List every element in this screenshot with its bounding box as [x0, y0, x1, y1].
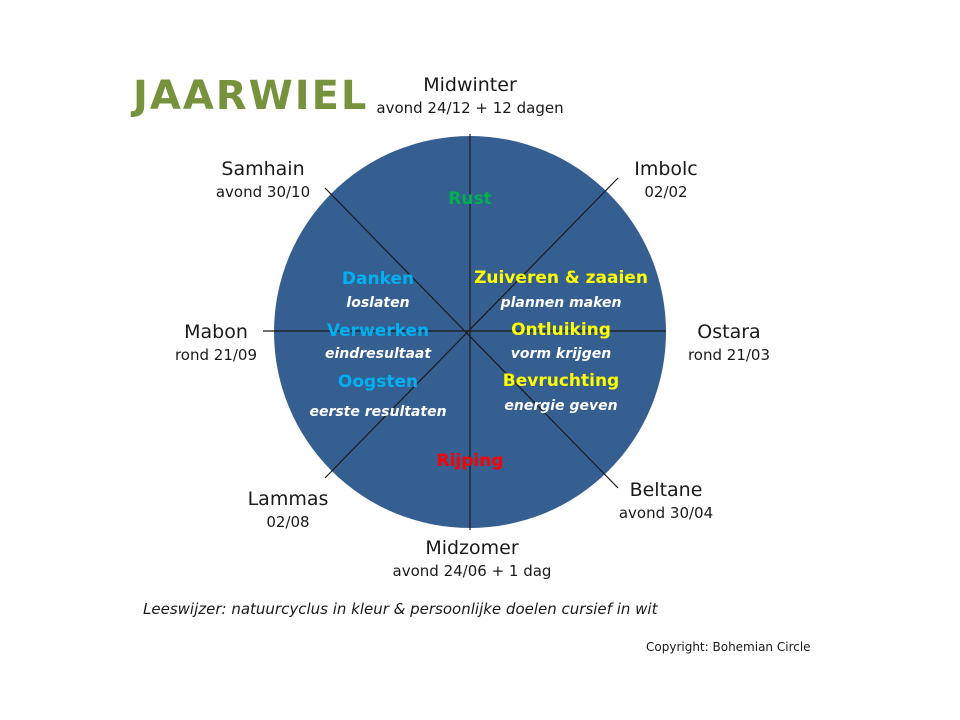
- phase-bevruchting: Bevruchting: [502, 371, 620, 391]
- phase-rust: Rust: [448, 189, 492, 209]
- festival-lammas: Lammas 02/08: [233, 487, 343, 533]
- festival-name: Imbolc: [634, 158, 698, 180]
- festival-date: rond 21/03: [687, 346, 771, 364]
- phase-zuiveren-zaaien: Zuiveren & zaaien: [474, 268, 648, 288]
- phase-verwerken: Verwerken: [326, 321, 430, 341]
- festival-date: avond 30/04: [618, 504, 714, 522]
- festival-mabon: Mabon rond 21/09: [161, 320, 271, 366]
- festival-name: Midzomer: [425, 537, 519, 559]
- phase-rijping: Rijping: [436, 451, 504, 471]
- axis-imbolc-lammas: [324, 177, 619, 479]
- festival-ostara: Ostara rond 21/03: [674, 320, 784, 366]
- goal-vorm-krijgen: vorm krijgen: [510, 346, 612, 362]
- axis-samhain-beltane: [324, 187, 619, 489]
- festival-date: 02/08: [266, 513, 310, 531]
- festival-imbolc: Imbolc 02/02: [611, 157, 721, 203]
- festival-date: avond 24/12 + 12 dagen: [376, 99, 564, 117]
- festival-name: Ostara: [697, 321, 761, 343]
- goal-energie-geven: energie geven: [504, 398, 618, 414]
- festival-midzomer: Midzomer avond 24/06 + 1 dag: [372, 536, 572, 582]
- reading-guide-note: Leeswijzer: natuurcyclus in kleur & pers…: [143, 600, 658, 618]
- festival-name: Mabon: [184, 321, 248, 343]
- goal-loslaten: loslaten: [346, 295, 410, 311]
- festival-name: Beltane: [629, 479, 703, 501]
- festival-samhain: Samhain avond 30/10: [203, 157, 323, 203]
- copyright-text: Copyright: Bohemian Circle: [646, 640, 811, 654]
- phase-ontluiking: Ontluiking: [511, 320, 611, 340]
- goal-eerste-resultaten: eerste resultaten: [309, 404, 447, 420]
- festival-date: 02/02: [644, 183, 688, 201]
- festival-name: Samhain: [221, 158, 305, 180]
- festival-date: avond 30/10: [215, 183, 311, 201]
- festival-name: Midwinter: [423, 74, 517, 96]
- festival-date: rond 21/09: [174, 346, 258, 364]
- festival-beltane: Beltane avond 30/04: [606, 478, 726, 524]
- phase-danken: Danken: [341, 269, 415, 289]
- goal-eindresultaat: eindresultaat: [324, 346, 432, 362]
- phase-oogsten: Oogsten: [337, 372, 419, 392]
- festival-name: Lammas: [247, 488, 329, 510]
- page-title: JAARWIEL: [133, 73, 369, 119]
- goal-plannen-maken: plannen maken: [500, 295, 622, 311]
- festival-date: avond 24/06 + 1 dag: [392, 562, 552, 580]
- festival-midwinter: Midwinter avond 24/12 + 12 dagen: [370, 73, 570, 119]
